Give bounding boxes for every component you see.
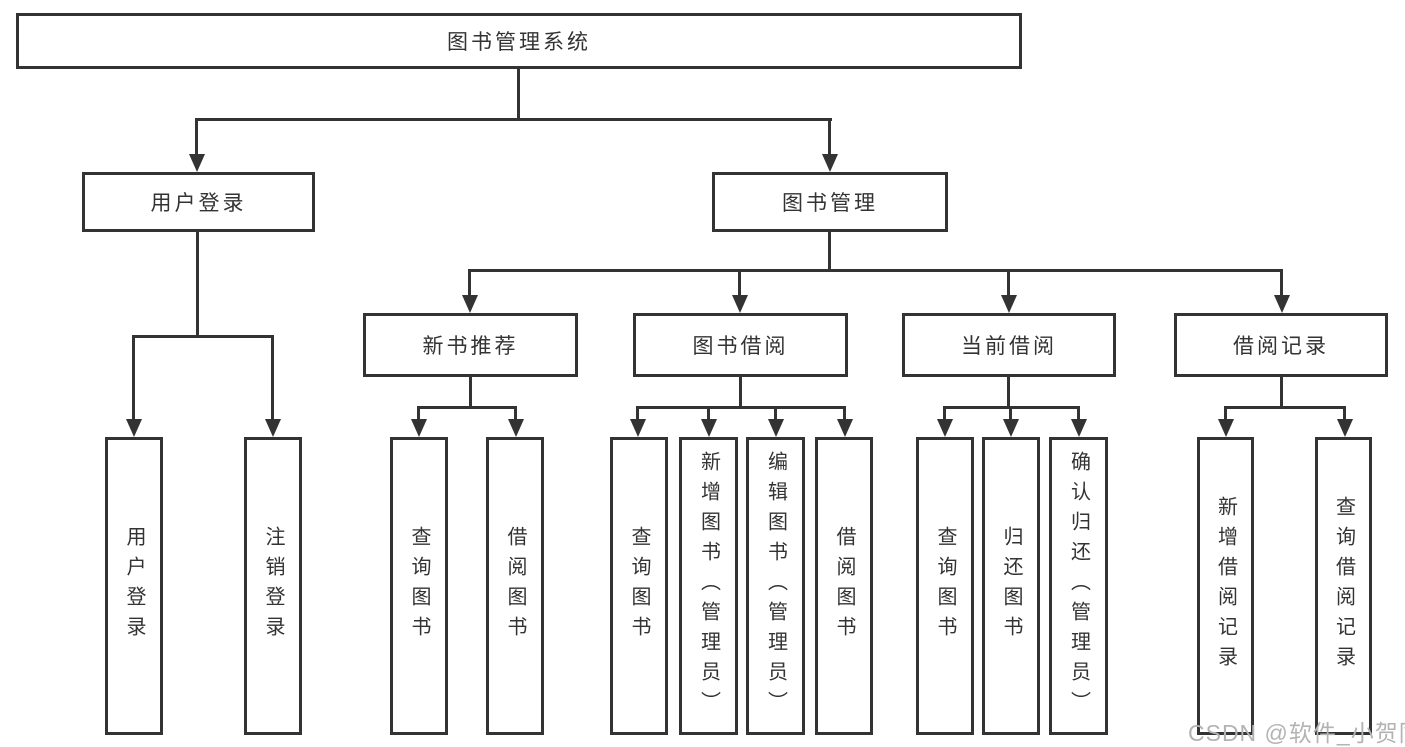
leaf-current-query-books-label: 查询图书 xyxy=(934,526,956,646)
connector-line xyxy=(707,406,710,421)
connector-line xyxy=(132,335,135,421)
node-book-borrow-label: 图书借阅 xyxy=(692,335,789,358)
leaf-query-borrow-record-label: 查询借阅记录 xyxy=(1332,496,1355,676)
leaf-add-books-admin: 新增图书（管理员） xyxy=(679,437,738,735)
leaf-user-login: 用户登录 xyxy=(105,437,163,735)
leaf-borrow-query-books: 查询图书 xyxy=(610,437,668,735)
arrow-down-icon xyxy=(126,419,142,437)
node-book-borrow: 图书借阅 xyxy=(633,313,848,377)
connector-line xyxy=(517,69,520,119)
leaf-return-books-label: 归还图书 xyxy=(1000,526,1022,646)
node-current-borrow-label: 当前借阅 xyxy=(961,335,1057,358)
connector-line xyxy=(195,118,198,155)
node-book-management: 图书管理 xyxy=(712,172,948,232)
node-root: 图书管理系统 xyxy=(16,13,1022,69)
node-user-login-label: 用户登录 xyxy=(150,192,247,215)
arrow-down-icon xyxy=(411,419,427,437)
connector-line xyxy=(417,406,420,421)
connector-line xyxy=(271,335,274,421)
leaf-current-query-books: 查询图书 xyxy=(916,437,974,735)
connector-line xyxy=(738,269,741,297)
node-root-label: 图书管理系统 xyxy=(447,31,591,54)
leaf-newbook-query-books-label: 查询图书 xyxy=(408,526,430,646)
arrow-down-icon xyxy=(732,295,748,313)
leaf-add-borrow-record-label: 新增借阅记录 xyxy=(1214,496,1237,676)
leaf-confirm-return-admin-label: 确认归还（管理员） xyxy=(1067,451,1090,721)
arrow-down-icon xyxy=(265,419,281,437)
arrow-down-icon xyxy=(1071,419,1087,437)
arrow-down-icon xyxy=(1001,295,1017,313)
connector-line xyxy=(1007,377,1010,409)
leaf-logout-label: 注销登录 xyxy=(262,526,284,646)
connector-line xyxy=(1009,406,1012,421)
leaf-logout: 注销登录 xyxy=(244,437,302,735)
arrow-down-icon xyxy=(701,419,717,437)
leaf-query-borrow-record: 查询借阅记录 xyxy=(1315,437,1372,735)
leaf-confirm-return-admin: 确认归还（管理员） xyxy=(1049,437,1108,735)
connector-line xyxy=(828,118,831,155)
leaf-borrow-books-label: 借阅图书 xyxy=(833,526,855,646)
arrow-down-icon xyxy=(508,419,524,437)
connector-line xyxy=(468,269,471,297)
connector-line xyxy=(943,406,946,421)
connector-line xyxy=(195,118,832,121)
connector-line xyxy=(1224,406,1227,421)
node-new-book-recommend: 新书推荐 xyxy=(363,313,578,377)
node-book-management-label: 图书管理 xyxy=(782,192,878,215)
connector-line xyxy=(828,232,831,272)
connector-line xyxy=(469,377,472,409)
arrow-down-icon xyxy=(822,154,838,172)
connector-line xyxy=(636,406,639,421)
node-user-login: 用户登录 xyxy=(82,172,315,232)
arrow-down-icon xyxy=(837,419,853,437)
connector-line xyxy=(1077,406,1080,421)
node-current-borrow: 当前借阅 xyxy=(902,313,1116,377)
connector-line xyxy=(1280,377,1283,409)
arrow-down-icon xyxy=(189,154,205,172)
csdn-watermark: CSDN @软件_小贺同学 xyxy=(1188,720,1405,746)
arrow-down-icon xyxy=(1274,295,1290,313)
connector-line xyxy=(468,269,1283,272)
connector-line xyxy=(1343,406,1346,421)
arrow-down-icon xyxy=(462,295,478,313)
connector-line xyxy=(514,406,517,421)
leaf-edit-books-admin: 编辑图书（管理员） xyxy=(746,437,805,735)
connector-line xyxy=(417,406,517,409)
leaf-add-borrow-record: 新增借阅记录 xyxy=(1197,437,1254,735)
connector-line xyxy=(636,406,846,409)
connector-line xyxy=(739,377,742,409)
arrow-down-icon xyxy=(630,419,646,437)
arrow-down-icon xyxy=(1003,419,1019,437)
node-borrow-records: 借阅记录 xyxy=(1174,313,1388,377)
connector-line xyxy=(1224,406,1346,409)
leaf-return-books: 归还图书 xyxy=(982,437,1040,735)
node-new-book-recommend-label: 新书推荐 xyxy=(422,335,519,358)
leaf-newbook-borrow-books-label: 借阅图书 xyxy=(504,526,526,646)
node-borrow-records-label: 借阅记录 xyxy=(1233,335,1329,358)
arrow-down-icon xyxy=(1218,419,1234,437)
leaf-newbook-query-books: 查询图书 xyxy=(390,437,448,735)
connector-line xyxy=(843,406,846,421)
arrow-down-icon xyxy=(768,419,784,437)
leaf-borrow-books: 借阅图书 xyxy=(815,437,873,735)
arrow-down-icon xyxy=(1337,419,1353,437)
connector-line xyxy=(1280,269,1283,297)
connector-line xyxy=(196,232,199,337)
connector-line xyxy=(774,406,777,421)
connector-line xyxy=(132,335,274,338)
leaf-borrow-query-books-label: 查询图书 xyxy=(628,526,650,646)
connector-line xyxy=(1007,269,1010,297)
leaf-add-books-admin-label: 新增图书（管理员） xyxy=(697,451,720,721)
leaf-edit-books-admin-label: 编辑图书（管理员） xyxy=(764,451,787,721)
leaf-user-login-label: 用户登录 xyxy=(123,526,145,646)
leaf-newbook-borrow-books: 借阅图书 xyxy=(486,437,544,735)
arrow-down-icon xyxy=(937,419,953,437)
